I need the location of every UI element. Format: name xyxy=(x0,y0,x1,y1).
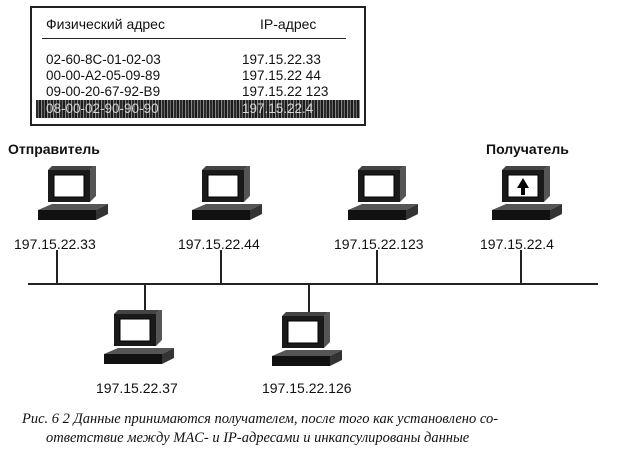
sender-label: Отправитель xyxy=(8,141,100,157)
table-row-2-ip: 197.15.22 44 xyxy=(242,68,321,83)
computer-icon xyxy=(348,166,418,220)
table-header-mac: Физический адрес xyxy=(46,16,165,32)
host-ip-label: 197.15.22.126 xyxy=(262,380,352,396)
figure-caption: Рис. 6 2 Данные принимаются получателем,… xyxy=(22,410,612,448)
table-header-ip: IP-адрес xyxy=(260,16,317,32)
table-row-4-mac: 08-00-02-90-90-90 xyxy=(46,101,159,116)
table-row-3-ip: 197.15.22 123 xyxy=(242,84,329,99)
table-row-1-ip: 197.15.22.33 xyxy=(242,52,321,67)
bus-drop-6 xyxy=(308,283,310,313)
caption-line-1: Рис. 6 2 Данные принимаются получателем,… xyxy=(22,411,499,427)
bus-drop-1 xyxy=(56,250,58,283)
host-ip-label: 197.15.22.123 xyxy=(334,236,424,252)
bus-drop-3 xyxy=(376,250,378,283)
computer-icon xyxy=(104,310,174,364)
host-ip-label: 197.15.22.37 xyxy=(96,380,178,396)
bus-drop-2 xyxy=(220,250,222,283)
computer-icon xyxy=(272,312,342,366)
arp-table: Физический адрес IP-адрес 02-60-8C-01-02… xyxy=(30,6,366,126)
receiver-computer-icon xyxy=(492,166,562,220)
receiver-label: Получатель xyxy=(486,141,569,157)
table-header-divider xyxy=(42,38,346,39)
table-row-3-mac: 09-00-20-67-92-B9 xyxy=(46,84,161,99)
table-row-1-mac: 02-60-8C-01-02-03 xyxy=(46,52,161,67)
computer-icon xyxy=(38,166,108,220)
network-bus xyxy=(28,283,598,285)
bus-drop-5 xyxy=(144,283,146,311)
table-row-4-ip: 197.15.22.4 xyxy=(242,101,314,116)
host-ip-label: 197.15.22.4 xyxy=(480,236,554,252)
host-ip-label: 197.15.22.44 xyxy=(178,236,260,252)
table-row-2-mac: 00-00-A2-05-09-89 xyxy=(46,68,161,83)
table-row-highlight xyxy=(36,100,360,118)
bus-drop-4 xyxy=(520,250,522,283)
computer-icon xyxy=(192,166,262,220)
host-ip-label: 197.15.22.33 xyxy=(14,236,96,252)
caption-line-2: ответствие между MAC- и IP-адресами и ин… xyxy=(46,430,470,446)
